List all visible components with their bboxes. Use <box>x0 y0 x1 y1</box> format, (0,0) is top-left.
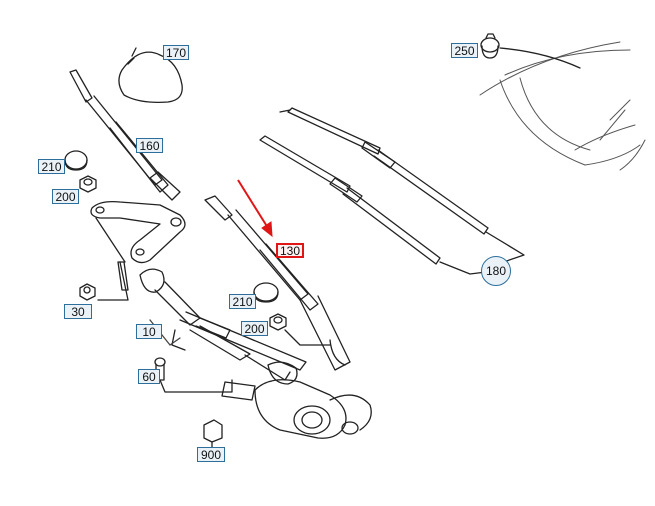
nut-200-right-part <box>269 313 287 331</box>
callout-250[interactable]: 250 <box>451 43 478 58</box>
highlight-arrow-icon <box>237 179 273 238</box>
washer-nozzle-part <box>480 33 500 59</box>
wiper-motor-part <box>221 361 372 439</box>
wiper-blade-upper-part <box>279 107 489 235</box>
callout-180[interactable]: 180 <box>481 256 511 286</box>
callout-210-right[interactable]: 210 <box>229 294 256 309</box>
callout-170[interactable]: 170 <box>163 45 189 60</box>
callout-60[interactable]: 60 <box>138 369 160 384</box>
nut-200-left-part <box>79 175 97 193</box>
linkage-bracket <box>90 200 186 264</box>
callout-200-left[interactable]: 200 <box>52 189 79 204</box>
cap-210-left-part <box>64 150 88 171</box>
cover-cap-part <box>118 51 183 103</box>
callout-130[interactable]: 130 <box>276 243 304 258</box>
nut-30-part <box>79 283 96 301</box>
callout-210-left[interactable]: 210 <box>38 159 65 174</box>
cap-210-right-part <box>253 282 279 303</box>
callout-160[interactable]: 160 <box>136 138 163 153</box>
callout-200-right[interactable]: 200 <box>241 321 268 336</box>
callout-10[interactable]: 10 <box>136 324 162 339</box>
windshield-sketch <box>479 41 646 171</box>
left-wiper-arm-part <box>69 69 181 201</box>
callout-30[interactable]: 30 <box>64 304 92 319</box>
right-wiper-arm-part <box>204 195 351 371</box>
wiper-blade-lower-part <box>259 135 441 265</box>
callout-900[interactable]: 900 <box>197 447 225 462</box>
